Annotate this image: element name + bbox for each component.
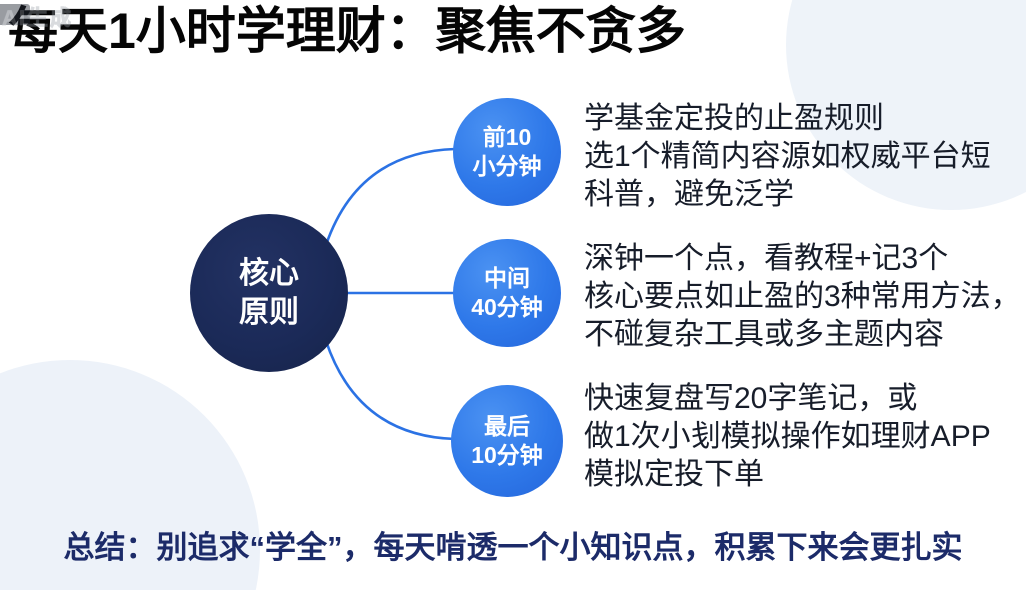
branch-node-label-line1: 前10 (482, 124, 532, 150)
branch-node-label-line2: 40分钟 (471, 294, 543, 320)
branch-node-label-line1: 最后 (484, 413, 530, 439)
connector-top (324, 147, 457, 247)
center-node-label-line1: 核心 (239, 257, 299, 290)
branch-description-last: 快速复盘写20字笔记，或 做1次小刬模拟操作如理财APP 模拟定投下单 (584, 382, 991, 491)
branch-description-first: 学基金定投的止盈规则 选1个精简内容源如权威平台短 科普，避免泛学 (584, 102, 991, 211)
summary-text: 总结：别追求“学全”，每天啃透一个小知识点，积累下来会更扎实 (63, 530, 963, 565)
center-node: 核心 原则 (190, 214, 348, 372)
branch-node-label-line2: 10分钟 (471, 442, 543, 468)
center-node-label-line2: 原则 (239, 296, 299, 329)
branch-node-middle-40-min: 中间 40分钟 (453, 239, 561, 347)
branch-node-label-line1: 中间 (484, 265, 530, 291)
connector-bottom (324, 339, 457, 441)
branch-node-last-10-min: 最后 10分钟 (451, 385, 563, 497)
page-title: 每天1小时学理财：聚焦不贪多 (8, 3, 686, 59)
branch-description-middle: 深钟一个点，看教程+记3个 核心要点如止盈的3种常用方法， 不碰复杂工具或多主题… (584, 242, 1021, 351)
branch-node-first-10-min: 前10 小分钟 (453, 98, 561, 206)
branch-node-label-line2: 小分钟 (472, 153, 542, 179)
